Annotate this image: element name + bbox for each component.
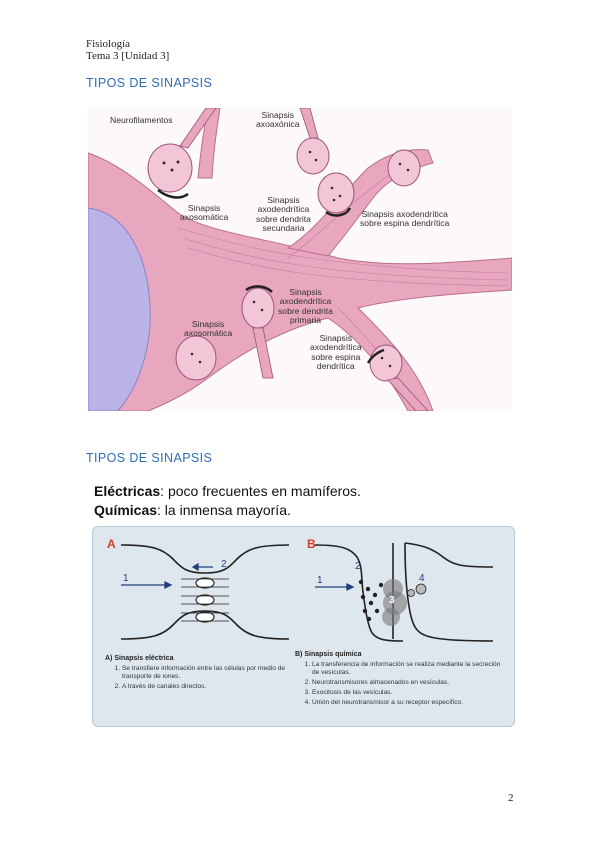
neuron-drawing [87, 107, 513, 412]
header-subject: Fisiología [86, 38, 131, 50]
marker-b-2: 2 [355, 561, 361, 572]
caption-chemical-item: La transferencia de información se reali… [312, 661, 507, 677]
chemical-term: Químicas [94, 502, 158, 518]
label-axodendritica-espina-2: Sinapsis axodendrítica sobre espina dend… [310, 333, 362, 372]
chemical-desc: : la inmensa mayoría. [157, 502, 291, 518]
section-title-1: TIPOS DE SINAPSIS [86, 76, 213, 90]
caption-electrical-item: Se transfiere información entre las célu… [122, 665, 295, 681]
header-topic: Tema 3 [Unidad 3] [86, 50, 170, 62]
label-neurofilamentos: Neurofilamentos [110, 115, 173, 125]
caption-chemical-item: Exocitosis de las vesículas. [312, 689, 507, 697]
summary-chemical: Químicas: la inmensa mayoría. [94, 501, 361, 520]
page-header: Fisiología Tema 3 [Unidad 3] [86, 38, 169, 62]
panel-a-letter: A [107, 537, 116, 551]
label-axoaxonica: Sinapsis axoaxónica [256, 110, 300, 130]
caption-electrical-item: A través de canales directos. [122, 683, 295, 691]
synapse-schematic [120, 542, 494, 642]
label-axosomatica-2: Sinapsis axosomática [184, 319, 233, 339]
section-title-2: TIPOS DE SINAPSIS [86, 451, 213, 465]
caption-electrical-title: A) Sinapsis eléctrica [105, 655, 174, 662]
caption-chemical-item: Neurotransmisores almacenados en vesícul… [312, 679, 507, 687]
marker-b-1: 1 [317, 575, 323, 586]
caption-chemical-title: B) Sinapsis química [295, 651, 362, 658]
marker-a-2: 2 [221, 559, 227, 570]
caption-electrical-list: Se transfiere información entre las célu… [105, 665, 295, 691]
caption-chemical: B) Sinapsis química La transferencia de … [295, 651, 507, 709]
page-number: 2 [508, 792, 514, 804]
label-axosomatica-1: Sinapsis axosomática [180, 203, 229, 223]
label-axodendritica-primaria: Sinapsis axodendrítica sobre dendrita pr… [278, 287, 333, 326]
electrical-desc: : poco frecuentes en mamíferos. [160, 483, 361, 499]
electrical-term: Eléctricas [94, 483, 161, 499]
marker-b-3: 3 [389, 595, 395, 606]
caption-chemical-list: La transferencia de información se reali… [295, 661, 507, 707]
caption-chemical-item: Unión del neurotransmisor a su receptor … [312, 699, 507, 707]
synapse-summary: Eléctricas: poco frecuentes en mamíferos… [94, 482, 361, 520]
label-axodendritica-secundaria: Sinapsis axodendrítica sobre dendrita se… [256, 195, 311, 234]
synapse-comparison-figure: A B [92, 526, 515, 727]
label-axodendritica-espina-1: Sinapsis axodendrítica sobre espina dend… [360, 209, 450, 229]
synapse-types-illustration: Neurofilamentos Sinapsis axoaxónica Sina… [87, 107, 513, 412]
marker-a-1: 1 [123, 573, 129, 584]
summary-electrical: Eléctricas: poco frecuentes en mamíferos… [94, 482, 361, 501]
panel-b-letter: B [307, 537, 316, 551]
caption-electrical: A) Sinapsis eléctrica Se transfiere info… [105, 655, 295, 693]
marker-b-4: 4 [419, 573, 425, 584]
